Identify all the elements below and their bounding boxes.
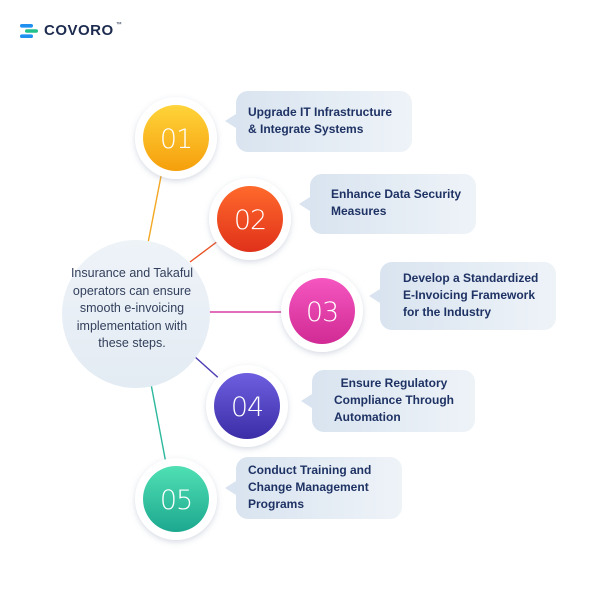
- step-number-03: 03: [306, 297, 338, 328]
- step-card-05: [225, 457, 402, 519]
- step-number-05: 05: [160, 485, 192, 516]
- step-card-03: [369, 262, 556, 330]
- step-badge-02: 02: [209, 178, 291, 260]
- step-label-line: Automation: [334, 410, 401, 424]
- step-label-line: Upgrade IT Infrastructure: [248, 105, 393, 119]
- covoro-logo-icon: [20, 23, 38, 38]
- hub-circle: [62, 240, 210, 388]
- step-label-02: Enhance Data Security Measures: [331, 186, 461, 220]
- step-label-line: Change Management: [248, 480, 369, 494]
- step-label-03: Develop a Standardized E-Invoicing Frame…: [403, 270, 538, 321]
- connector-01: [147, 165, 164, 244]
- step-badge-05: 05: [135, 458, 217, 540]
- step-label-05: Conduct Training and Change Management P…: [248, 462, 371, 513]
- step-number-02: 02: [234, 205, 266, 236]
- step-label-line: E-Invoicing Framework: [403, 288, 536, 302]
- step-label-line: Conduct Training and: [248, 463, 372, 477]
- connector-05: [150, 383, 169, 475]
- step-label-line: Ensure Regulatory: [340, 376, 448, 390]
- step-badge-04: 04: [206, 365, 288, 447]
- step-label-line: Develop a Standardized: [403, 271, 539, 285]
- step-label-line: for the Industry: [403, 305, 492, 319]
- step-badge-01: 01: [135, 97, 217, 179]
- step-label-line: Measures: [331, 204, 387, 218]
- step-badge-03: 03: [281, 270, 363, 352]
- step-number-04: 04: [231, 392, 263, 423]
- step-label-line: & Integrate Systems: [248, 122, 364, 136]
- step-card-02: [299, 174, 476, 234]
- brand-logo: COVORO ™: [20, 22, 124, 39]
- step-number-01: 01: [160, 124, 192, 155]
- brand-trademark: ™: [115, 21, 122, 28]
- step-label-line: Compliance Through: [334, 393, 454, 407]
- brand-name: COVORO: [44, 22, 114, 39]
- step-badges: 01 02 03 04 05: [135, 97, 363, 540]
- step-label-01: Upgrade IT Infrastructure & Integrate Sy…: [248, 104, 392, 138]
- step-card-01: [225, 91, 412, 152]
- hub-text: Insurance and Takaful operators can ensu…: [70, 266, 194, 350]
- step-cards: [225, 91, 556, 519]
- step-label-line: Programs: [248, 497, 305, 511]
- step-label-04: Ensure Regulatory Compliance Through Aut…: [334, 375, 454, 426]
- step-card-04: [301, 370, 475, 432]
- step-label-line: Enhance Data Security: [331, 187, 462, 201]
